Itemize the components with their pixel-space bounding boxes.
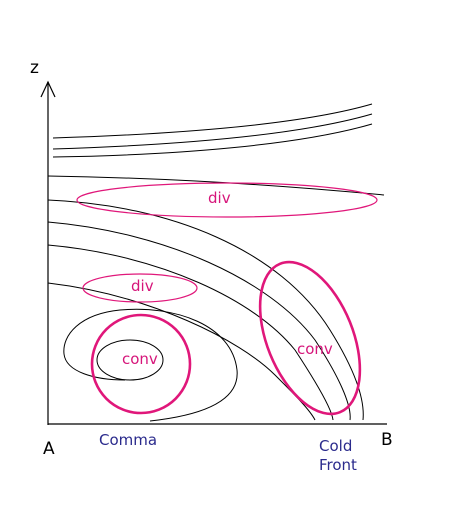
upper-contour-2 (52, 113, 373, 150)
middle-contour-1 (47, 199, 364, 421)
lower-div-outline (82, 273, 198, 303)
upper-div-label: div (208, 189, 231, 207)
comma-conv-outline (90, 313, 192, 415)
upper-div-outline (76, 182, 378, 218)
comma-label: Comma (99, 431, 158, 449)
cold-front-label-line2: Front (319, 456, 357, 474)
z-axis-arrowhead (40, 80, 56, 98)
upper-contour-3 (52, 123, 373, 158)
middle-contour-4 (47, 282, 316, 421)
point-a-label: A (43, 439, 55, 459)
point-b-label: B (381, 430, 393, 450)
z-axis-label: z (30, 58, 39, 78)
front-conv-outline (258, 260, 362, 416)
cold-front-label: Cold Front (319, 437, 357, 475)
front-conv-label: conv (297, 340, 333, 358)
middle-contour-2 (47, 221, 351, 421)
middle-contour-3 (47, 244, 334, 421)
comma-contour-inner (96, 339, 164, 381)
lower-div-label: div (131, 277, 154, 295)
cold-front-label-line1: Cold (319, 437, 353, 455)
contour-lines (47, 103, 385, 422)
upper-contour-1 (52, 103, 373, 139)
axes (40, 80, 387, 425)
comma-conv-label: conv (122, 350, 158, 368)
region-outlines (76, 182, 378, 416)
comma-contour-outer (63, 308, 238, 422)
